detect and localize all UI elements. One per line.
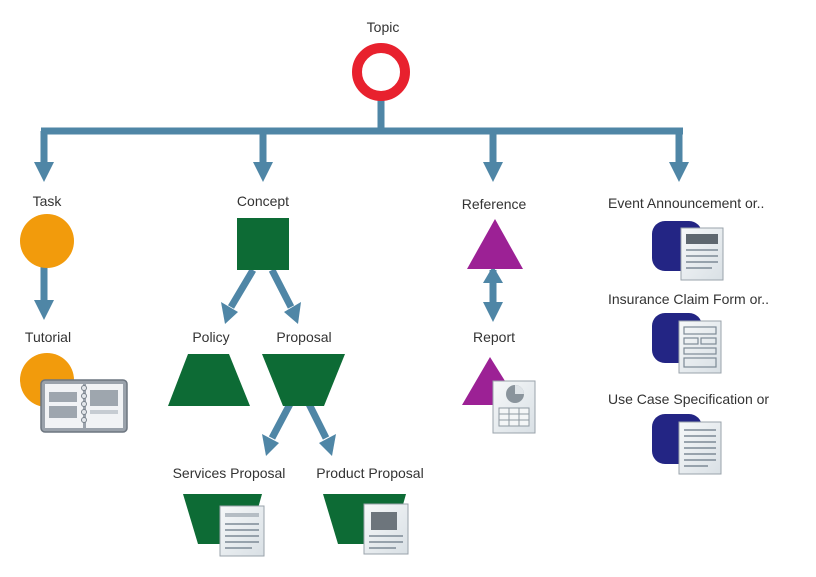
topic-ring-icon: [352, 43, 410, 101]
arrow-concept-to-proposal: [268, 268, 295, 309]
arrow-proposal-to-services: [268, 402, 294, 440]
concept-square-icon: [237, 218, 289, 270]
reference-label: Reference: [461, 196, 527, 212]
event-announcement-label: Event Announcement or..: [608, 195, 765, 211]
services-proposal-icon: [183, 494, 265, 557]
reference-triangle-icon: [467, 219, 523, 269]
event-announcement-template-icon: [652, 221, 724, 281]
task-label: Task: [32, 193, 62, 209]
arrowhead-policy: [221, 302, 238, 324]
arrowhead-concept: [253, 162, 273, 182]
tutorial-icon: [20, 353, 128, 433]
arrowhead-reference: [483, 162, 503, 182]
insurance-claim-template-icon: [652, 313, 722, 374]
tutorial-label: Tutorial: [24, 329, 72, 345]
policy-trapezoid-icon: [168, 354, 250, 406]
proposal-label: Proposal: [276, 329, 332, 345]
insurance-claim-label: Insurance Claim Form or..: [608, 291, 770, 307]
arrowhead-event: [669, 162, 689, 182]
report-label: Report: [472, 329, 516, 345]
product-proposal-icon: [323, 494, 409, 555]
arrowhead-reference-up: [483, 266, 503, 283]
concept-label: Concept: [236, 193, 290, 209]
product-proposal-label: Product Proposal: [316, 465, 424, 481]
arrow-proposal-to-product: [305, 402, 330, 440]
arrowheads: [34, 162, 689, 456]
proposal-trapezoid-icon: [262, 354, 345, 406]
use-case-label: Use Case Specification or: [608, 391, 770, 407]
arrowhead-product: [319, 434, 336, 456]
use-case-template-icon: [652, 414, 722, 475]
arrowhead-proposal: [284, 302, 301, 324]
services-proposal-label: Services Proposal: [172, 465, 286, 481]
topic-label: Topic: [366, 19, 400, 35]
arrow-concept-to-policy: [227, 268, 257, 309]
connectors: [40, 98, 683, 440]
report-icon: [462, 357, 536, 434]
arrowhead-report-down: [483, 302, 503, 322]
policy-label: Policy: [192, 329, 230, 345]
arrowhead-task: [34, 162, 54, 182]
task-circle-icon: [20, 214, 74, 268]
arrowhead-tutorial: [34, 300, 54, 320]
arrowhead-services: [262, 434, 279, 456]
